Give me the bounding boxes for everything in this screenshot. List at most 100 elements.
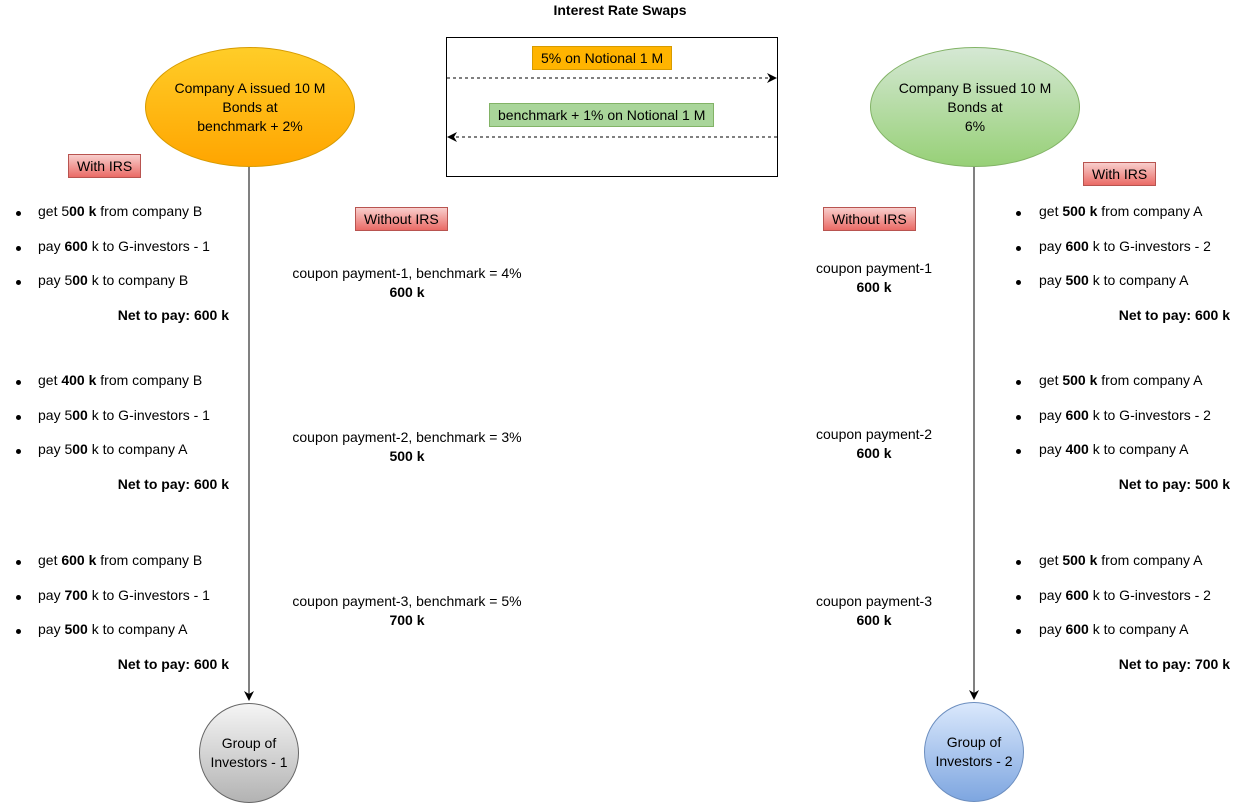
bullet-text-bold: 500: [64, 621, 88, 637]
right-bullet-dot: [1016, 280, 1021, 285]
coupon-amount: 700 k: [389, 612, 425, 628]
left-bullet-item: get 600 k from company B: [38, 552, 202, 568]
bullet-text-pre: pay 5: [38, 441, 73, 457]
with-irs-label-left: With IRS: [68, 154, 142, 178]
right-bullet-item: pay 600 k to G-investors - 2: [1039, 407, 1211, 423]
bullet-text-post: k to G-investors - 1: [87, 237, 210, 254]
left-bullet-dot: [16, 449, 21, 454]
bullet-text-pre: pay: [1039, 586, 1066, 603]
bullet-text-pre: pay: [38, 237, 65, 254]
coupon-amount: 600 k: [856, 279, 892, 295]
bullet-text-bold: 600: [1065, 237, 1089, 254]
left-bullet-item: get 400 k from company B: [38, 372, 202, 388]
right-bullet-item: get 500 k from company A: [1039, 203, 1202, 219]
left-bullet-item: get 500 k from company B: [38, 203, 202, 219]
bullet-text-pre: pay: [1039, 237, 1066, 254]
company-a-line-1: Company A issued 10 M: [174, 79, 326, 96]
bullet-text-post: k to G-investors - 1: [87, 406, 210, 423]
company-a-line-3: benchmark + 2%: [197, 117, 303, 134]
right-bullet-item: pay 500 k to company A: [1039, 272, 1188, 288]
bullet-text-pre: pay 5: [38, 406, 73, 423]
left-bullet-item: pay 600 k to G-investors - 1: [38, 238, 210, 254]
right-bullet-item: pay 600 k to company A: [1039, 621, 1188, 637]
right-coupon-payment: coupon payment-3 600 k: [724, 592, 1024, 630]
bullet-text-post: k to G-investors - 2: [1088, 406, 1211, 423]
right-bullet-dot: [1016, 594, 1021, 600]
coupon-amount: 600 k: [856, 445, 892, 461]
left-bullet-dot: [16, 629, 21, 634]
right-bullet-item: get 500 k from company A: [1039, 552, 1202, 568]
bullet-text-post: k to company B: [87, 272, 189, 288]
investors-1-node: Group of Investors - 1: [199, 703, 299, 803]
company-b-line-1: Company B issued 10 M: [898, 79, 1052, 96]
right-bullet-item: pay 600 k to G-investors - 2: [1039, 587, 1211, 603]
coupon-label: coupon payment-3, benchmark = 5%: [292, 593, 522, 609]
bullet-text-post: from company B: [96, 372, 203, 388]
right-net-to-pay: Net to pay: 500 k: [1118, 475, 1230, 492]
left-bullet-dot: [16, 380, 21, 385]
left-bullet-item: pay 500 k to company B: [38, 272, 188, 288]
bullet-text-pre: pay: [1039, 406, 1066, 423]
left-net-to-pay: Net to pay: 600 k: [117, 306, 229, 323]
right-net-to-pay: Net to pay: 600 k: [1118, 306, 1230, 323]
bullet-text-pre: pay 5: [38, 272, 73, 288]
bullet-text-bold: 00 k: [69, 203, 97, 219]
left-coupon-payment: coupon payment-3, benchmark = 5% 700 k: [257, 592, 557, 630]
left-bullet-dot: [16, 414, 21, 420]
bullet-text-pre: get: [38, 372, 62, 388]
bullet-text-post: from company B: [96, 552, 203, 568]
bullet-text-bold: 00: [72, 272, 88, 288]
bullet-text-bold: 600: [1065, 621, 1089, 637]
bullet-text-post: k to G-investors - 2: [1088, 237, 1211, 254]
company-a-node: Company A issued 10 M Bonds at benchmark…: [145, 47, 355, 167]
bullet-text-pre: get: [38, 552, 62, 568]
investors-1-line-1: Group of: [221, 735, 277, 751]
coupon-amount: 500 k: [389, 448, 425, 464]
right-bullet-item: get 500 k from company A: [1039, 372, 1202, 388]
coupon-label: coupon payment-2, benchmark = 3%: [292, 429, 522, 445]
bullet-text-bold: 500 k: [1062, 372, 1098, 388]
bullet-text-bold: 500: [1065, 272, 1089, 288]
coupon-label: coupon payment-1, benchmark = 4%: [292, 265, 522, 281]
company-b-node: Company B issued 10 M Bonds at 6%: [870, 47, 1080, 167]
bullet-text-bold: 400 k: [61, 372, 97, 388]
bullet-text-bold: 700: [64, 586, 88, 603]
bullet-text-bold: 500 k: [1062, 203, 1098, 219]
bullet-text-bold: 500 k: [1062, 552, 1098, 568]
right-bullet-dot: [1016, 414, 1021, 420]
bullet-text-bold: 400: [1065, 441, 1089, 457]
bullet-text-post: k to company A: [87, 621, 188, 637]
bullet-text-pre: get: [1039, 552, 1063, 568]
right-bullet-dot: [1016, 380, 1021, 385]
bullet-text-pre: pay: [1039, 441, 1066, 457]
left-coupon-payment: coupon payment-1, benchmark = 4%600 k: [257, 264, 557, 302]
left-bullet-item: pay 500 k to G-investors - 1: [38, 407, 210, 423]
investors-1-line-2: Investors - 1: [210, 754, 288, 770]
right-bullet-dot: [1016, 245, 1021, 251]
left-bullet-dot: [16, 560, 21, 565]
coupon-label: coupon payment-2: [816, 426, 932, 442]
right-bullet-dot: [1016, 211, 1021, 216]
investors-2-line-1: Group of: [946, 734, 1002, 750]
left-bullet-dot: [16, 280, 21, 285]
investors-2-line-2: Investors - 2: [935, 753, 1013, 769]
bullet-text-pre: get: [1039, 372, 1063, 388]
bullet-text-bold: 00: [72, 406, 88, 423]
bullet-text-post: from company B: [96, 203, 203, 219]
right-bullet-dot: [1016, 560, 1021, 565]
bullet-text-post: k to G-investors - 1: [87, 586, 210, 603]
coupon-label: coupon payment-3: [816, 593, 932, 609]
bullet-text-bold: 00: [72, 441, 88, 457]
without-irs-label-left: Without IRS: [355, 207, 448, 231]
bullet-text-pre: get: [1039, 203, 1063, 219]
left-coupon-payment: coupon payment-2, benchmark = 3% 500 k: [257, 428, 557, 466]
bullet-text-post: from company A: [1097, 203, 1203, 219]
floating-leg-label: benchmark + 1% on Notional 1 M: [489, 103, 715, 127]
bullet-text-pre: pay: [1039, 272, 1066, 288]
investors-2-node: Group of Investors - 2: [924, 702, 1024, 802]
swap-box: [446, 37, 778, 177]
bullet-text-post: k to company A: [1088, 621, 1189, 637]
fixed-leg-label: 5% on Notional 1 M: [532, 46, 673, 70]
coupon-amount: 600 k: [856, 612, 892, 628]
